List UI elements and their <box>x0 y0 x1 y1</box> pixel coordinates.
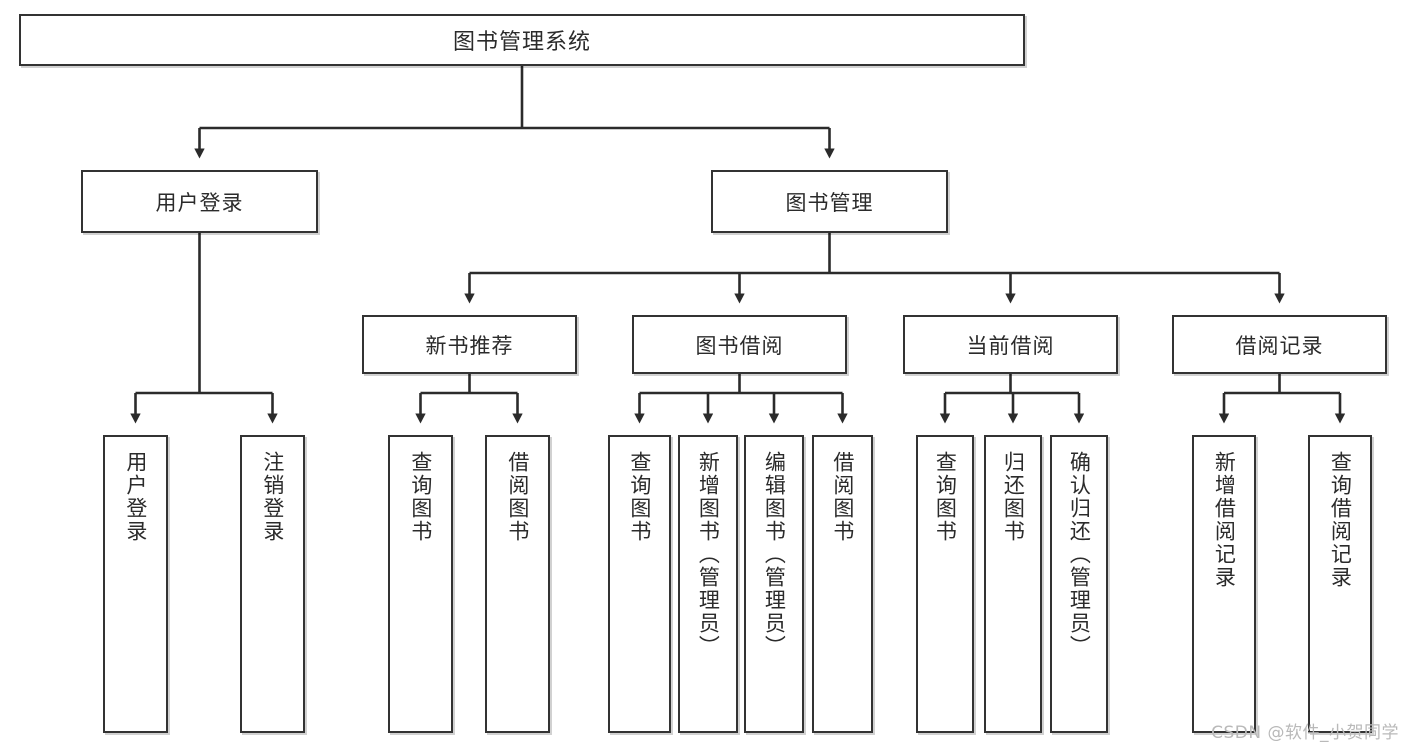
leaf-borrow-book-borrow[interactable]: 借阅图书 <box>812 435 873 733</box>
node-root-system[interactable]: 图书管理系统 <box>19 14 1025 66</box>
leaf-label: 注销登录 <box>260 451 285 543</box>
watermark-credit: CSDN @软件_小贺同学 <box>1211 723 1399 743</box>
leaf-label: 借阅图书 <box>505 451 530 543</box>
leaf-logout[interactable]: 注销登录 <box>240 435 305 733</box>
leaf-add-book-admin[interactable]: 新增图书（管理员） <box>678 435 738 733</box>
node-book-borrow[interactable]: 图书借阅 <box>632 315 847 374</box>
leaf-label: 确认归还（管理员） <box>1067 451 1092 658</box>
leaf-query-book-borrow[interactable]: 查询图书 <box>608 435 671 733</box>
leaf-label: 归还图书 <box>1001 451 1026 543</box>
leaf-borrow-book-recommend[interactable]: 借阅图书 <box>485 435 550 733</box>
leaf-label: 查询图书 <box>627 451 652 543</box>
node-user-login[interactable]: 用户登录 <box>81 170 318 233</box>
node-current-borrow[interactable]: 当前借阅 <box>903 315 1118 374</box>
leaf-label: 编辑图书（管理员） <box>762 451 787 658</box>
leaf-query-book-current[interactable]: 查询图书 <box>916 435 974 733</box>
leaf-user-login[interactable]: 用户登录 <box>103 435 168 733</box>
leaf-label: 新增图书（管理员） <box>696 451 721 658</box>
leaf-query-borrow-record[interactable]: 查询借阅记录 <box>1308 435 1372 733</box>
leaf-label: 查询借阅记录 <box>1328 451 1353 589</box>
node-book-manage[interactable]: 图书管理 <box>711 170 948 233</box>
leaf-return-book[interactable]: 归还图书 <box>984 435 1042 733</box>
leaf-label: 新增借阅记录 <box>1212 451 1237 589</box>
leaf-label: 查询图书 <box>933 451 958 543</box>
leaf-add-borrow-record[interactable]: 新增借阅记录 <box>1192 435 1256 733</box>
leaf-label: 用户登录 <box>123 451 148 543</box>
node-new-book-recommend[interactable]: 新书推荐 <box>362 315 577 374</box>
leaf-edit-book-admin[interactable]: 编辑图书（管理员） <box>744 435 804 733</box>
leaf-query-book-recommend[interactable]: 查询图书 <box>388 435 453 733</box>
leaf-label: 查询图书 <box>408 451 433 543</box>
leaf-label: 借阅图书 <box>830 451 855 543</box>
leaf-confirm-return-admin[interactable]: 确认归还（管理员） <box>1050 435 1108 733</box>
node-borrow-record[interactable]: 借阅记录 <box>1172 315 1387 374</box>
